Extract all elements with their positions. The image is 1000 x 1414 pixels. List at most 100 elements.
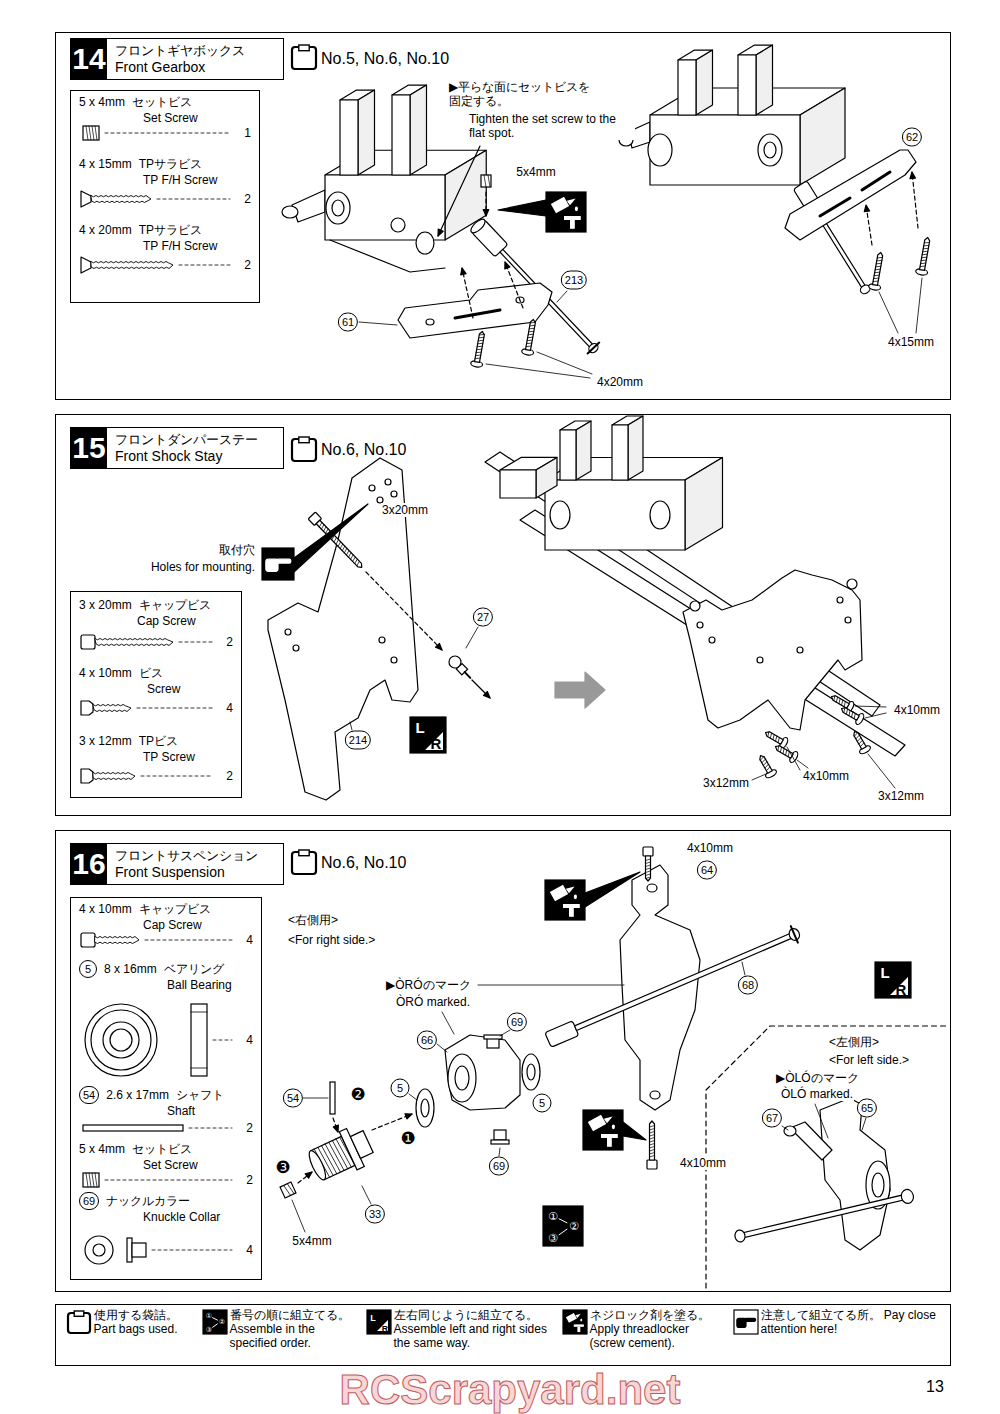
line-art [529, 330, 534, 332]
ball-stud [447, 654, 475, 682]
line-art [479, 336, 484, 338]
order-number: ② [569, 1220, 579, 1232]
bulkhead-block [500, 457, 557, 498]
knuckle [445, 1035, 520, 1110]
step-title-en: Front Gearbox [115, 59, 245, 76]
dimension-label: ▶ÒRÓのマーク [385, 978, 472, 992]
line-art [650, 1135, 655, 1137]
legend-text: ネジロック剤を塗る。 Apply threadlocker (screw cem… [590, 1309, 722, 1350]
line-art [697, 622, 703, 628]
order-number: ① [206, 1312, 212, 1320]
line-art [527, 339, 532, 341]
line-art [854, 732, 859, 736]
callout-number: 68 [738, 976, 758, 995]
line-art [530, 324, 535, 326]
line-art [455, 1066, 469, 1090]
line-art [577, 1327, 580, 1332]
threadlocker-icon [546, 192, 586, 232]
line-art [580, 1319, 582, 1322]
part-icon [83, 126, 230, 140]
line-art [392, 95, 410, 175]
line-art [850, 712, 854, 717]
line-art [734, 1310, 758, 1334]
callout-number: 69 [489, 1157, 509, 1176]
bag-numbers: No.6, No.10 [321, 854, 406, 872]
line-art [486, 364, 590, 378]
line-art [575, 206, 578, 211]
header-text: フロントギヤボックスFront Gearbox [107, 39, 255, 79]
dimension-label: ▶ÒLÓのマーク [775, 1071, 860, 1085]
part-name-en: Cap Screw [143, 918, 202, 932]
line-art [85, 1004, 157, 1076]
line-art [587, 342, 600, 355]
line-art [860, 743, 865, 747]
note-text: ▶平らな面にセットビスを 固定する。 [448, 80, 600, 108]
line-art [352, 557, 357, 562]
dimension-label: <右側用> [287, 913, 339, 927]
line-art [772, 735, 776, 740]
line-art [761, 759, 766, 763]
part-name-jp: TPサラビス [139, 157, 202, 171]
line-art [648, 134, 672, 166]
quantity-leader [213, 1040, 232, 1041]
arrowhead [436, 643, 442, 650]
legend-icon [733, 1309, 759, 1335]
line-art [74, 1311, 84, 1316]
part-size: 5 x 4mm [79, 95, 125, 109]
step-title-jp: フロントサスペンション [115, 848, 258, 864]
line-art [924, 241, 929, 243]
line-art [876, 262, 881, 264]
line-art [529, 327, 534, 329]
line-art [566, 886, 575, 893]
part-size: 5 x 4mm [79, 1142, 125, 1156]
line-art [604, 1116, 613, 1123]
screw [868, 251, 886, 291]
line-art [479, 333, 484, 335]
pointer-wedge [623, 1122, 646, 1140]
line-art [191, 1004, 207, 1076]
line-art [922, 256, 927, 258]
callout-number: 5 [79, 960, 97, 978]
line-art [879, 292, 898, 333]
dimension-label: 3x12mm [877, 789, 925, 803]
gearbox-ear [340, 90, 375, 175]
line-art [570, 220, 575, 229]
line-art [527, 1064, 535, 1080]
line-art [774, 736, 778, 741]
line-art [862, 172, 890, 190]
line-art [916, 278, 922, 333]
assembly-arrow [333, 1118, 338, 1132]
line-art [318, 522, 323, 527]
gearbox-ear [560, 421, 591, 480]
screw [839, 703, 866, 725]
quantity-leader [105, 1180, 232, 1181]
line-art [203, 1310, 227, 1334]
order-number: ③ [548, 1232, 558, 1244]
steering-arm [790, 1122, 832, 1160]
header-text: フロントサスペンションFront Suspension [107, 844, 268, 884]
step-title-jp: フロントダンパーステー [115, 432, 258, 448]
legend-text: 番号の順に組立てる。 Assemble in the specified ord… [230, 1309, 362, 1350]
assembly-arrow [298, 1172, 312, 1183]
line-art [838, 699, 842, 704]
step-panel: 15フロントダンパーステーFront Shock Stay3 x 20mmキャッ… [55, 414, 951, 816]
line-art [299, 437, 309, 443]
line-art [845, 617, 851, 623]
line-art [800, 88, 845, 185]
line-art [923, 247, 928, 249]
line-art [81, 191, 91, 207]
line-art [787, 747, 800, 770]
line-art [855, 706, 886, 707]
line-art [280, 1182, 296, 1198]
line-art [437, 1044, 447, 1052]
callout-number: 54 [283, 1089, 303, 1108]
screw [773, 741, 800, 763]
part-name-jp: ナックルカラー [106, 1194, 190, 1208]
line-art [410, 717, 446, 753]
line-art [612, 425, 628, 480]
callout-number: 61 [338, 313, 358, 332]
part-size: 4 x 10mm [79, 902, 132, 916]
left-right-icon [367, 1310, 391, 1334]
line-art [332, 200, 344, 216]
